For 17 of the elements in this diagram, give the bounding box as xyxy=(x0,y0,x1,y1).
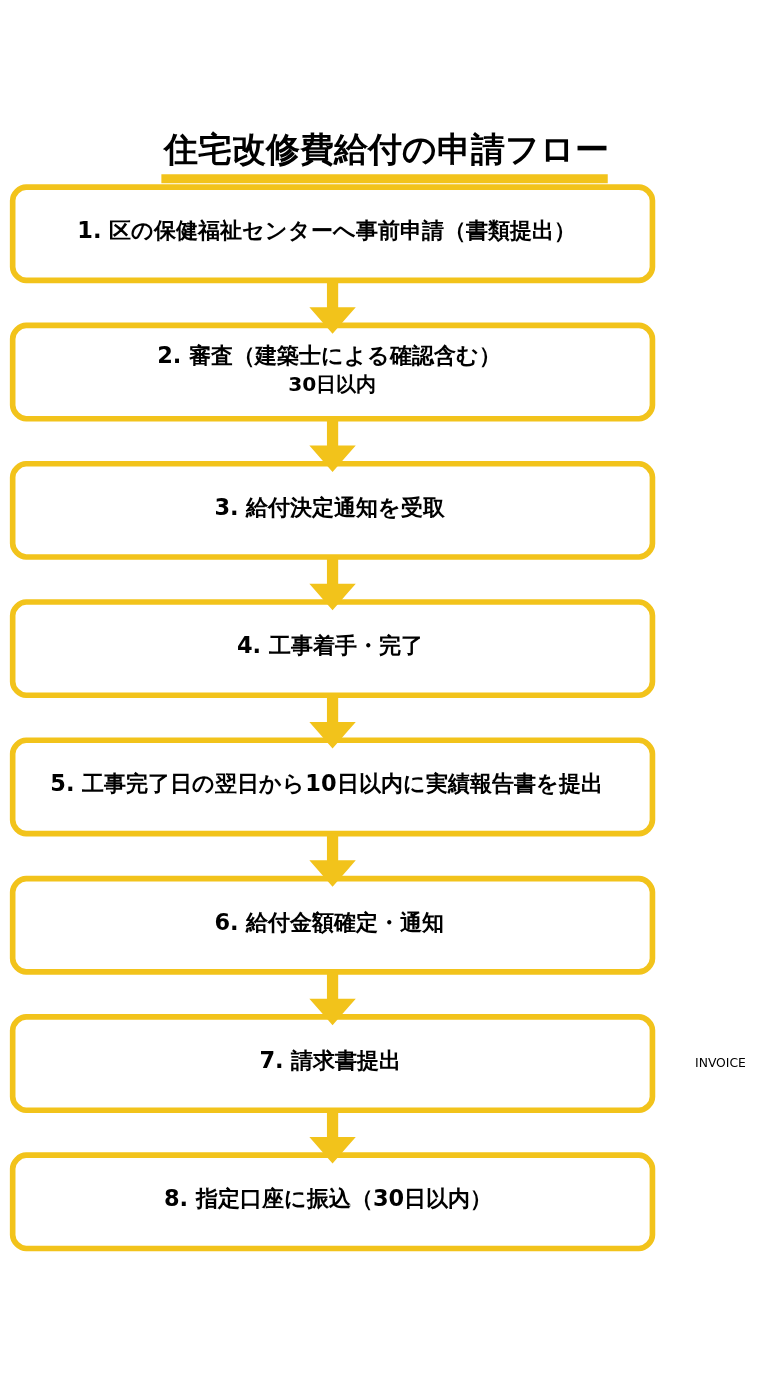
arrow xyxy=(309,1110,356,1164)
arrow xyxy=(309,833,356,887)
node-box: 8. 指定口座に振込（30日以内） xyxy=(9,1152,656,1252)
arrow xyxy=(309,557,356,611)
arrow xyxy=(309,280,356,334)
node-box: 1. 区の保健福祉センターへ事前申請（書類提出） xyxy=(9,184,656,284)
node-box: 4. 工事着手・完了 xyxy=(9,599,656,699)
node-box: 6. 給付金額確定・通知 xyxy=(9,875,656,975)
node-box: 5. 工事完了日の翌日から10日以内に実績報告書を提出 xyxy=(9,737,656,837)
arrow xyxy=(309,418,356,472)
node-box: 7. 請求書提出 xyxy=(9,1014,656,1113)
arrow xyxy=(309,972,356,1026)
node-box: 3. 給付決定通知を受取 xyxy=(9,460,656,560)
node-box: 2. 審査（建築士による確認含む） 30日以内 xyxy=(9,322,656,422)
label: INVOICE xyxy=(694,1055,746,1070)
arrow xyxy=(309,695,356,749)
diagram-title: 住宅改修費給付の申請フロー xyxy=(163,129,609,169)
